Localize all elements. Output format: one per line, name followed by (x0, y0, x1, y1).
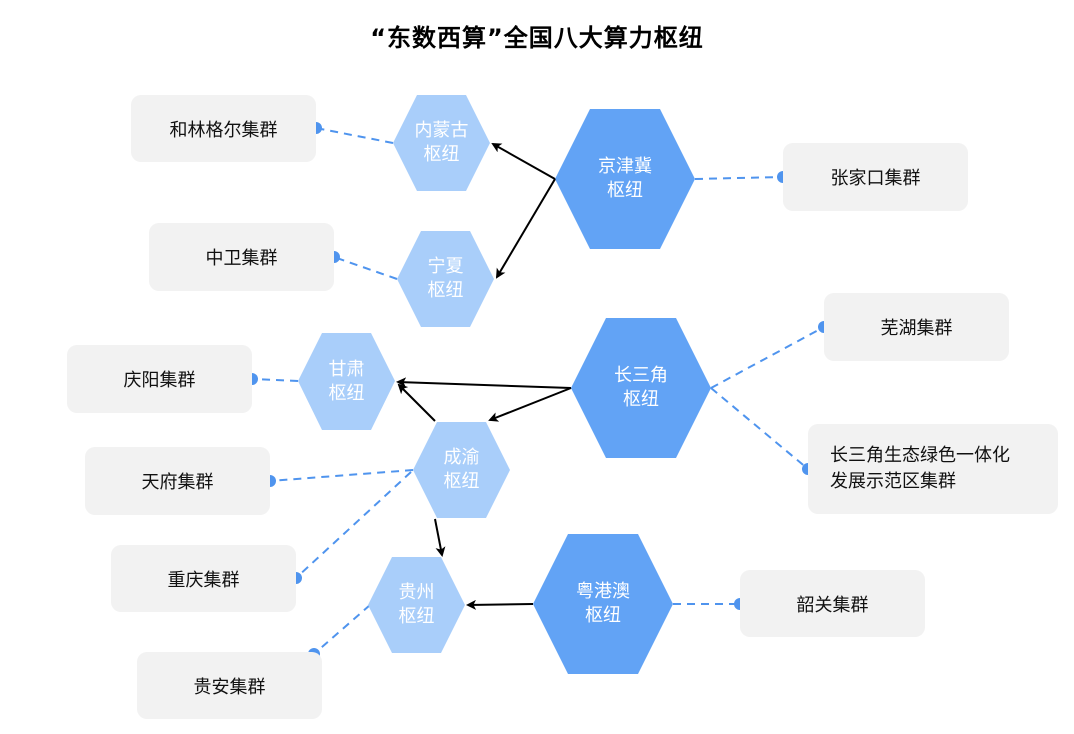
arrow-chengyu-guizhou (434, 518, 446, 557)
hub-guizhou-hexagon[interactable] (368, 557, 465, 653)
arrow-yueganga-guizhou (466, 599, 534, 610)
arrow-chengyu-gansu (397, 383, 436, 422)
link-chengyu-chongqing (295, 471, 412, 579)
cluster-zhangjiakou[interactable]: 张家口集群 (783, 143, 968, 211)
hub-changsanjiao-hexagon[interactable] (571, 318, 711, 458)
diagram-title: “东数西算”全国八大算力枢纽 (370, 24, 704, 52)
link-jingjinji-zhangjiakou (694, 176, 784, 180)
hub-yueganga-hexagon[interactable] (533, 534, 673, 674)
cluster-wuhu[interactable]: 芜湖集群 (824, 293, 1009, 361)
cluster-zhongwei[interactable]: 中卫集群 (149, 223, 334, 291)
link-guizhou-guian (313, 604, 371, 655)
arrow-changsanjiao-gansu (396, 377, 572, 389)
link-changsanjiao-wuhu (710, 326, 825, 389)
cluster-tianfu[interactable]: 天府集群 (85, 447, 270, 515)
link-gansu-qingyang (251, 378, 299, 382)
cluster-guian[interactable]: 贵安集群 (137, 652, 322, 719)
cluster-chongqing[interactable]: 重庆集群 (111, 545, 296, 612)
link-changsanjiao-demo (710, 387, 809, 470)
cluster-helingeer[interactable]: 和林格尔集群 (131, 95, 316, 162)
hub-chengyu-hexagon[interactable] (413, 422, 510, 518)
hub-gansu-hexagon[interactable] (298, 333, 395, 430)
link-ningxia-zhongwei (333, 256, 398, 280)
hub-neimenggu-hexagon[interactable] (393, 95, 490, 191)
arrow-jingjinji-neimenggu (491, 143, 556, 180)
hub-jingjinji-hexagon[interactable] (555, 109, 695, 249)
arrow-changsanjiao-chengyu (488, 387, 572, 422)
hub-ningxia-hexagon[interactable] (397, 231, 494, 327)
cluster-qingyang[interactable]: 庆阳集群 (67, 345, 252, 413)
cluster-changsanjiao-demo[interactable]: 长三角生态绿色一体化 发展示范区集群 (808, 424, 1058, 514)
link-neimenggu-helingeer (315, 127, 394, 144)
arrow-jingjinji-ningxia (495, 178, 556, 279)
cluster-shaoguan[interactable]: 韶关集群 (740, 570, 925, 637)
link-chengyu-tianfu (269, 469, 414, 482)
